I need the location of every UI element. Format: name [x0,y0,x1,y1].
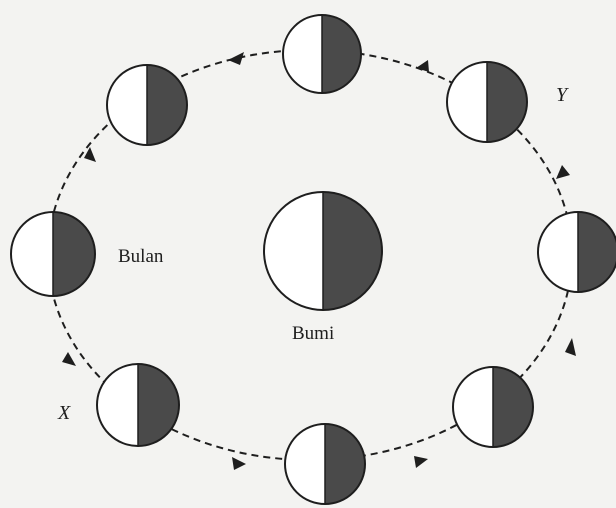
moon-label: Bulan [118,246,164,267]
orbit-arrow-upper-right [556,165,570,179]
orbit-arrow-top-left [228,52,244,65]
orbit-arrow-lower-left [62,352,76,366]
earth-label: Bumi [292,323,334,344]
moon-bottom-right [453,367,533,447]
orbit-arrow-bottom-right [414,456,428,468]
moon-top-left [107,65,187,145]
orbit-arrow-lower-right [565,338,576,356]
moon-left [11,212,95,296]
earth [264,192,382,310]
point-x-label: X [57,402,71,424]
orbit-arrow-upper-left [84,147,96,162]
moon-top [283,15,361,93]
point-y-label: Y [556,84,569,106]
moon-bottom [285,424,365,504]
moon-top-right-y [447,62,527,142]
orbit-arrow-bottom-left [232,457,246,470]
moon-bottom-left-x [97,364,179,446]
moon-right [538,212,616,292]
